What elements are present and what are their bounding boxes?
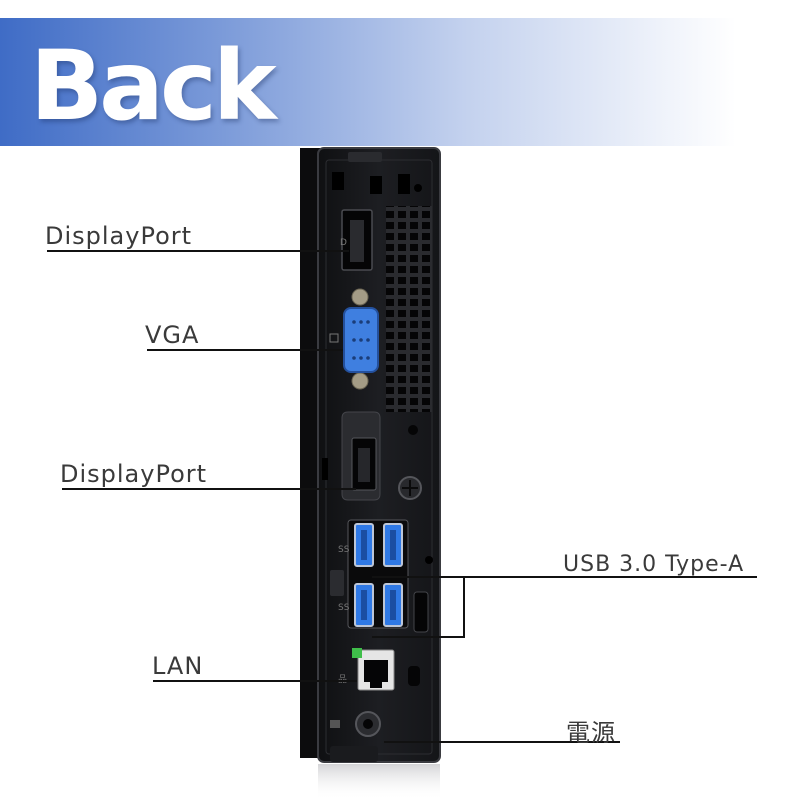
lan-leader-line [153, 680, 357, 682]
vga-leader-line [147, 349, 343, 351]
svg-text:SS: SS [338, 603, 350, 613]
label-lan: LAN [152, 652, 204, 680]
displayport-2-leader-line [62, 488, 356, 490]
usb-bracket-vertical [463, 576, 465, 638]
label-usb: USB 3.0 Type-A [563, 552, 745, 577]
svg-text:SS: SS [338, 545, 350, 555]
label-power: 電源 [566, 719, 616, 747]
label-displayport-1: DisplayPort [45, 222, 193, 250]
banner-title: Back [30, 30, 277, 142]
svg-text:D: D [340, 238, 347, 248]
svg-text:品: 品 [338, 674, 347, 685]
label-vga: VGA [145, 321, 200, 349]
usb-leader-line [372, 576, 757, 578]
header-banner: Back [0, 18, 800, 146]
label-displayport-2: DisplayPort [60, 460, 208, 488]
power-leader-line [384, 741, 620, 743]
displayport-1-leader-line [47, 250, 349, 252]
usb-bracket-horizontal [372, 636, 465, 638]
